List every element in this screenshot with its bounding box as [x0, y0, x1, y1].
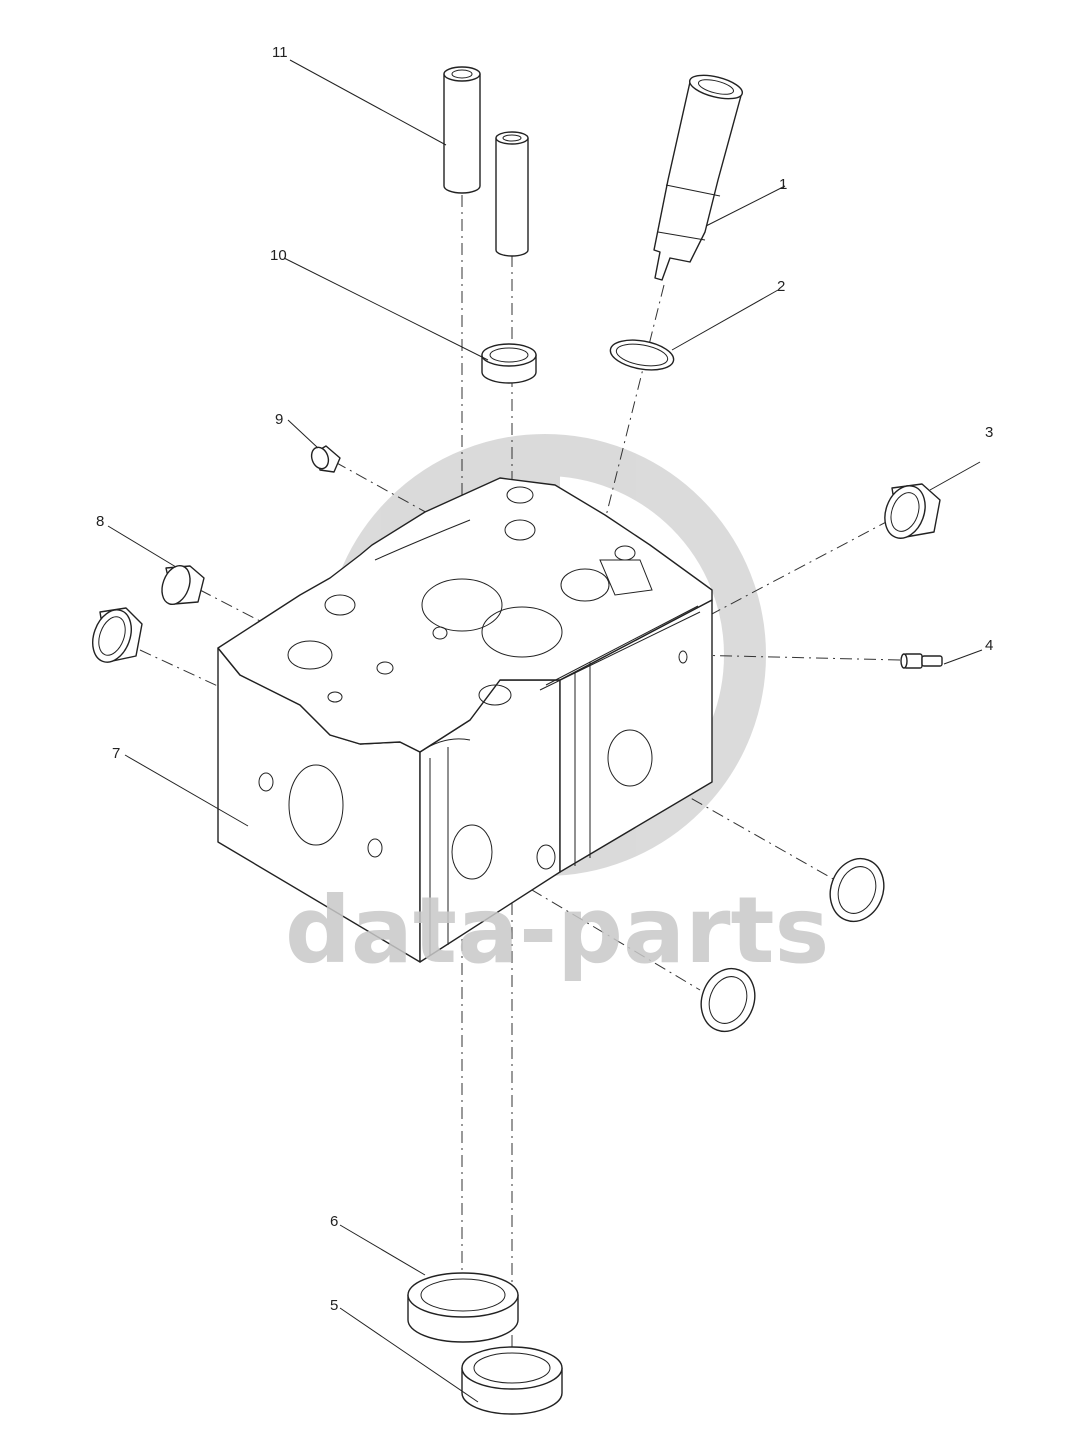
part-8b-cup-plug [92, 607, 143, 663]
part-4-pin [900, 653, 943, 669]
part-seal-ring-front [700, 967, 756, 1033]
leader-lines [107, 59, 983, 1403]
part-7-cylinder-head [217, 477, 713, 963]
watermark-text: data-parts [285, 877, 829, 984]
callout-5: 5 [330, 1297, 338, 1314]
part-3-cup-plug [884, 483, 941, 539]
callout-10: 10 [270, 247, 287, 264]
part-11b-sleeve [495, 131, 529, 257]
part-8-cup-plug [161, 564, 205, 606]
callout-7: 7 [112, 745, 120, 762]
part-5-valve-seat-ring [461, 1346, 563, 1415]
part-seal-ring-right [829, 857, 885, 923]
part-6-valve-seat-ring [407, 1272, 519, 1343]
part-11-sleeve [443, 66, 481, 194]
callout-4: 4 [985, 637, 993, 654]
part-1-injector-sleeve [653, 74, 744, 281]
callout-6: 6 [330, 1213, 338, 1230]
callout-3: 3 [985, 424, 993, 441]
part-9-plug [310, 445, 341, 473]
callout-11: 11 [272, 44, 288, 61]
callout-2: 2 [777, 278, 785, 295]
callout-8: 8 [96, 513, 104, 530]
callout-9: 9 [275, 411, 283, 428]
callout-1: 1 [779, 176, 787, 193]
part-2-o-ring [609, 339, 675, 371]
part-10-ring [481, 343, 537, 384]
